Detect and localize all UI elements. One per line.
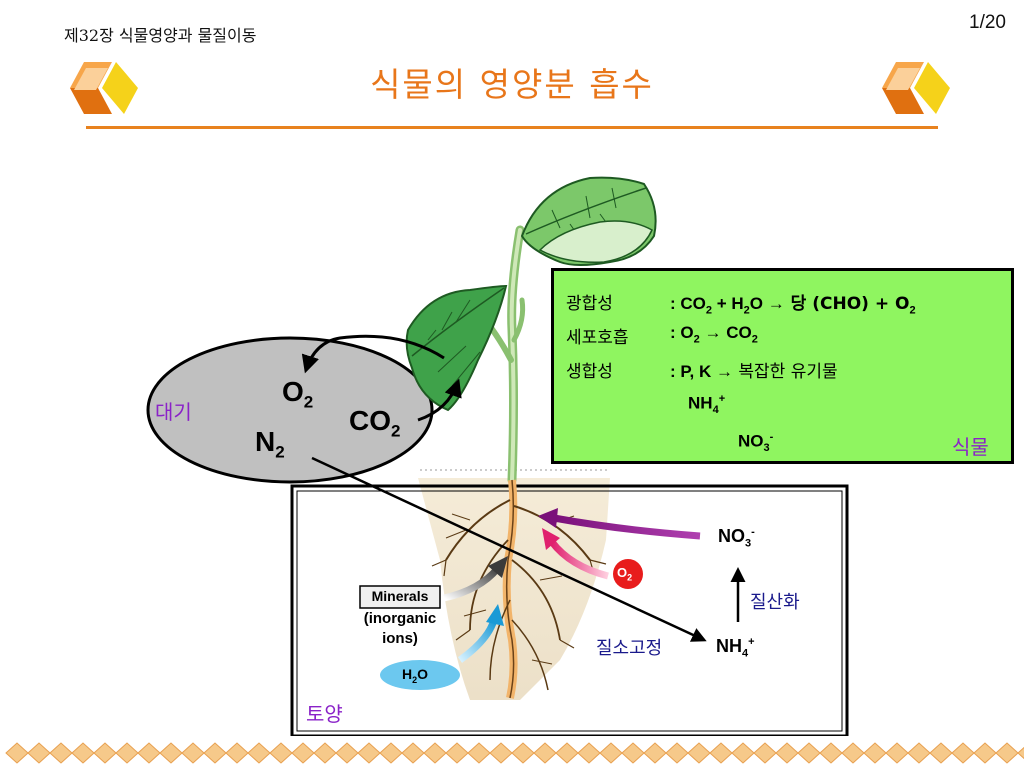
diamond-icon	[533, 742, 557, 764]
diamond-icon	[621, 742, 645, 764]
diamond-icon	[863, 742, 887, 764]
o2-circle	[613, 559, 643, 589]
plant-nh4: NH4+	[688, 393, 726, 417]
atmosphere-o2: O2	[282, 376, 314, 412]
diamond-icon	[49, 742, 73, 764]
diamond-icon	[1017, 746, 1024, 760]
diamond-icon	[357, 742, 381, 764]
bottom-decoration	[0, 740, 1024, 766]
plant-process-box: 광합성 : CO2 + H2O → 당 (CHO) + O2 세포호흡 : O2…	[551, 268, 1014, 464]
leaf-icon	[405, 284, 508, 412]
diamond-icon	[269, 742, 293, 764]
diamond-icon	[467, 742, 491, 764]
diamond-icon	[159, 742, 183, 764]
h2o-label: H2O	[402, 666, 429, 685]
diamond-icon	[489, 742, 513, 764]
respiration-equation: : O2 → CO2	[670, 323, 758, 346]
diamond-icon	[665, 742, 689, 764]
synthesis-term: 생합성	[566, 362, 613, 382]
root-icon	[431, 479, 607, 699]
synthesis-equation: : P, K → 복잡한 유기물	[670, 362, 838, 382]
soil-label: 토양	[306, 702, 343, 726]
diamond-icon	[709, 742, 733, 764]
respiration-term: 세포호흡	[566, 328, 629, 348]
diamond-icon	[291, 742, 315, 764]
diamond-icon	[5, 742, 29, 764]
diamond-icon	[599, 742, 623, 764]
diamond-icon	[511, 742, 535, 764]
diamond-icon	[225, 742, 249, 764]
diamond-icon	[951, 742, 975, 764]
minerals-title: Minerals	[371, 588, 429, 604]
diamond-icon	[181, 742, 205, 764]
diamond-icon	[115, 742, 139, 764]
diamond-icon	[247, 742, 271, 764]
diamond-icon	[841, 742, 865, 764]
diamond-icon	[27, 742, 51, 764]
atmosphere-co2: CO2	[349, 405, 401, 441]
diamond-icon	[929, 742, 953, 764]
diamond-icon	[775, 742, 799, 764]
diamond-icon	[577, 742, 601, 764]
h2o-ellipse	[380, 660, 460, 690]
soil-no3: NO3-	[718, 526, 755, 550]
atmosphere-label: 대기	[155, 400, 192, 424]
atmosphere-n2: N2	[255, 426, 285, 462]
title-underline	[86, 126, 938, 129]
cube-ornament-icon	[70, 62, 138, 114]
diamond-icon	[643, 742, 667, 764]
nitrification-label: 질산화	[750, 592, 800, 613]
diamond-icon	[907, 742, 931, 764]
diamond-icon	[71, 742, 95, 764]
plant-no3: NO3-	[738, 431, 774, 455]
diamond-icon	[445, 742, 469, 764]
diamond-icon	[731, 742, 755, 764]
leaf-icon	[520, 176, 657, 266]
photosynthesis-equation: : CO2 + H2O → 당 (CHO) + O2	[670, 294, 916, 317]
diamond-icon	[885, 742, 909, 764]
cube-ornament-icon	[882, 62, 950, 114]
nitrogen-fixation-label: 질소고정	[596, 638, 663, 659]
diamond-icon	[753, 742, 777, 764]
minerals-sub2: ions)	[382, 630, 418, 647]
o2-circle-label: O2	[617, 565, 633, 583]
page-number: 1/20	[969, 12, 1006, 33]
diamond-icon	[401, 742, 425, 764]
diamond-icon	[819, 742, 843, 764]
diamond-icon	[423, 742, 447, 764]
diamond-icon	[379, 742, 403, 764]
diamond-icon	[555, 742, 579, 764]
diamond-icon	[93, 742, 117, 764]
diamond-icon	[137, 742, 161, 764]
diamond-icon	[687, 742, 711, 764]
diamond-icon	[203, 742, 227, 764]
diamond-icon	[313, 742, 337, 764]
soil-nh4: NH4+	[716, 636, 755, 660]
diamond-icon	[995, 742, 1019, 764]
diamond-icon	[973, 742, 997, 764]
atmosphere-ellipse	[146, 336, 434, 484]
photosynthesis-term: 광합성	[566, 294, 613, 314]
diamond-icon	[797, 742, 821, 764]
diamond-icon	[335, 742, 359, 764]
chapter-title: 제32장 식물영양과 물질이동	[64, 26, 257, 45]
minerals-sub1: (inorganic	[363, 610, 437, 627]
slide-title: 식물의 영양분 흡수	[370, 65, 654, 104]
minerals-box	[359, 585, 441, 609]
plant-label: 식물	[952, 435, 989, 459]
